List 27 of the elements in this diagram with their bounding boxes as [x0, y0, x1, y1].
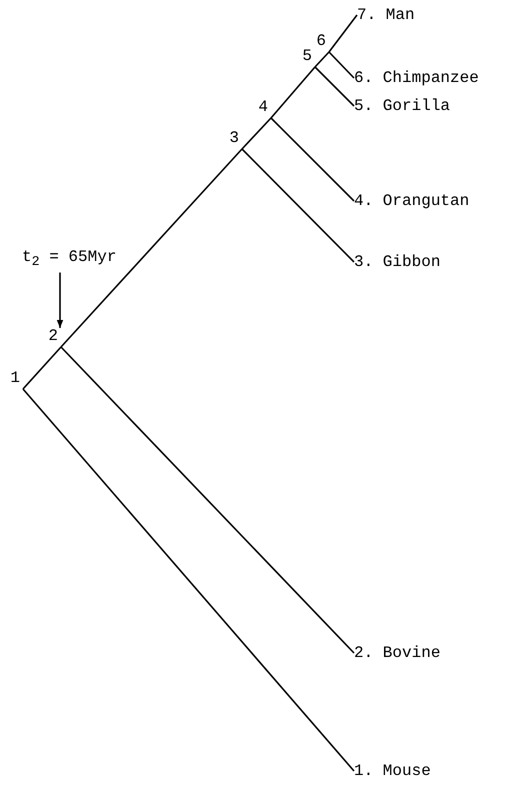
- tree-branch: [241, 117, 272, 150]
- tree-branch: [328, 14, 358, 52]
- tree-branch: [270, 117, 355, 202]
- node-number: 2: [48, 328, 61, 347]
- taxon-label: 7. Man: [357, 7, 415, 23]
- tree-branch: [314, 51, 330, 68]
- taxon-label: 3. Gibbon: [354, 254, 440, 270]
- tree-branch: [328, 51, 355, 79]
- node-number: 3: [229, 130, 242, 149]
- taxon-label: 2. Bovine: [354, 645, 440, 661]
- tree-branch: [22, 388, 355, 772]
- node-number: 6: [316, 33, 329, 52]
- tree-branch: [60, 346, 355, 654]
- arrow: [56, 272, 64, 328]
- taxon-label: 1. Mouse: [354, 763, 431, 779]
- taxon-label: 5. Gorilla: [354, 98, 450, 114]
- tree-branch: [22, 346, 62, 390]
- tree-branch: [314, 66, 355, 107]
- node-number: 1: [10, 370, 23, 389]
- tree-branch: [270, 66, 316, 119]
- node-number: 4: [258, 99, 271, 118]
- taxon-label: 6. Chimpanzee: [354, 70, 479, 86]
- tree-branch: [241, 148, 355, 263]
- node-number: 5: [302, 48, 315, 67]
- taxon-label: 4. Orangutan: [354, 193, 470, 209]
- time-label: t$_{2}$ = 65Myr: [22, 249, 116, 270]
- tree-branch: [60, 148, 243, 348]
